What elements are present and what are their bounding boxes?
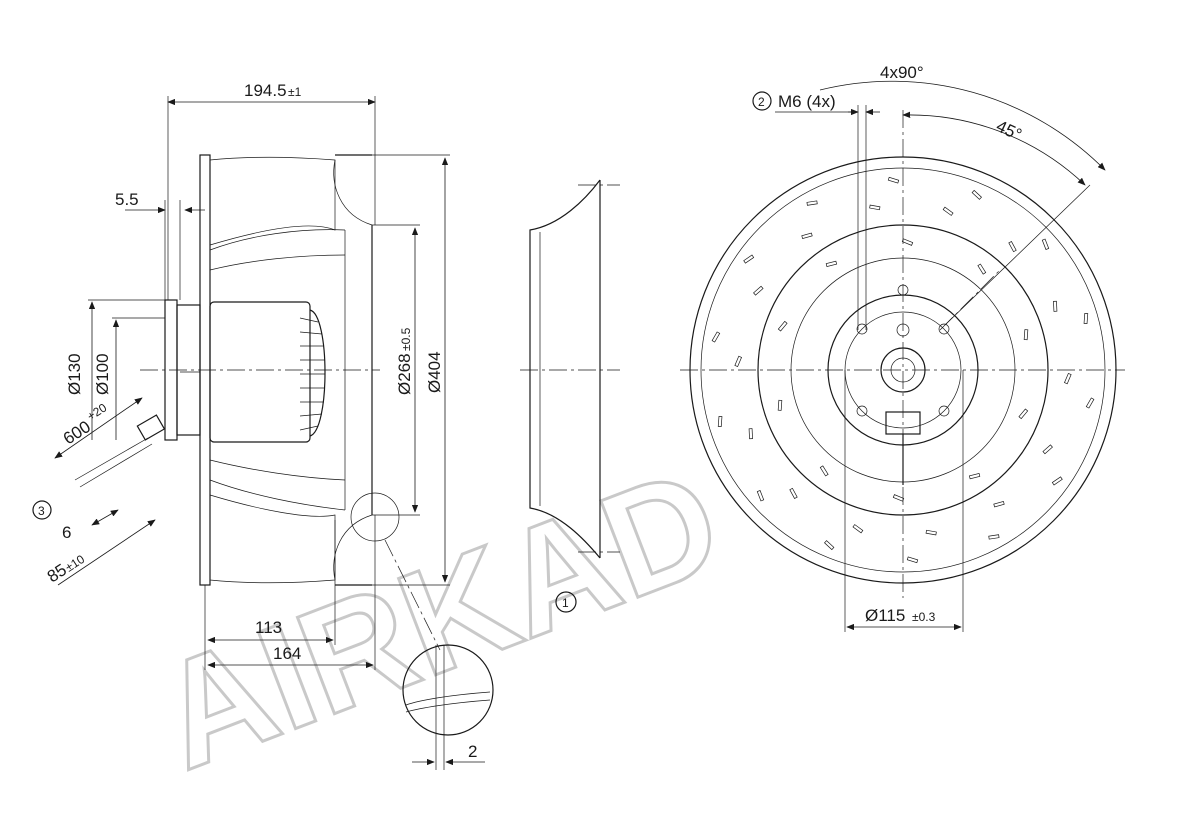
dim-d115: Ø115 bbox=[865, 606, 905, 625]
blade-slot bbox=[789, 487, 798, 499]
blade-slot bbox=[1023, 329, 1029, 341]
blade-slot bbox=[1064, 372, 1072, 385]
detail-callout: 2 bbox=[350, 492, 494, 770]
blade-slot bbox=[1053, 300, 1058, 312]
blade-slot bbox=[824, 540, 835, 551]
dim-d404: Ø404 bbox=[425, 351, 444, 393]
blade-slot bbox=[717, 416, 723, 427]
detail-curve-1 bbox=[405, 691, 491, 706]
blade-slot bbox=[734, 355, 742, 368]
callout-1-circle bbox=[555, 591, 577, 613]
blade-slot bbox=[901, 238, 914, 246]
watermark: AIRKAD bbox=[135, 434, 743, 803]
callout-2-circle bbox=[752, 91, 772, 111]
blade-slot bbox=[852, 524, 864, 534]
front-view bbox=[680, 110, 1125, 598]
blade-slot bbox=[825, 260, 838, 267]
cable-line bbox=[74, 437, 149, 481]
blade-slot bbox=[1042, 444, 1053, 455]
blade-slot bbox=[971, 189, 982, 200]
blade-slot bbox=[748, 428, 753, 440]
dim-m6: M6 (4x) bbox=[778, 92, 836, 111]
blade-slot bbox=[942, 206, 954, 216]
blade-slot bbox=[777, 399, 783, 411]
blade-line-2 bbox=[209, 254, 346, 271]
blade-slot bbox=[1083, 313, 1089, 324]
blade-slot bbox=[977, 263, 987, 275]
dim-164: 164 bbox=[273, 644, 301, 663]
blade-slot bbox=[1008, 241, 1017, 253]
blade-slot bbox=[711, 331, 721, 343]
blade-slot bbox=[753, 285, 764, 296]
blade-slot bbox=[806, 200, 818, 206]
inlet-ring-profile bbox=[529, 179, 601, 559]
dim-4x90: 4x90° bbox=[880, 63, 924, 82]
dim-d115-tol: ±0.3 bbox=[912, 610, 936, 624]
blade-slot bbox=[801, 232, 813, 240]
bolt-hole-4 bbox=[938, 405, 950, 417]
blade-slot bbox=[777, 320, 788, 332]
inlet-ring-view: 1 bbox=[520, 179, 620, 613]
dim-113: 113 bbox=[255, 618, 282, 637]
blade-slot bbox=[892, 494, 905, 502]
blade-slot bbox=[968, 473, 981, 480]
dim-detail-2: 2 bbox=[468, 742, 477, 761]
blade-slot bbox=[819, 465, 829, 477]
inlet-circle bbox=[757, 224, 1049, 516]
bolt-hole-1 bbox=[856, 323, 868, 335]
bolt-hole-2 bbox=[938, 323, 950, 335]
blade-slot bbox=[993, 500, 1005, 508]
bolt-hole-3 bbox=[856, 405, 868, 417]
dim-5-5: 5.5 bbox=[115, 190, 139, 209]
blade-line-4 bbox=[209, 459, 346, 481]
callout-3-circle bbox=[32, 500, 52, 520]
dim-6: 6 bbox=[62, 523, 71, 542]
blade-slot bbox=[906, 556, 919, 564]
cable-gland bbox=[136, 414, 166, 441]
blade-slot bbox=[925, 529, 937, 536]
detail-circle-small bbox=[350, 492, 400, 542]
dim-194-5: 194.5 bbox=[244, 81, 287, 100]
blade-slot bbox=[869, 204, 881, 211]
watermark-text: AIRKAD bbox=[136, 435, 741, 801]
detail-curve-2 bbox=[405, 699, 491, 713]
dim-d130: Ø130 bbox=[65, 353, 84, 395]
inlet-curve-top bbox=[333, 159, 373, 226]
dim-600: 600 bbox=[60, 417, 94, 448]
blade-line-1 bbox=[209, 229, 346, 251]
blade-slot bbox=[756, 490, 765, 502]
dim-d268-tol: ±0.5 bbox=[399, 327, 413, 351]
blade-slot bbox=[988, 534, 1000, 540]
detail-circle-large bbox=[402, 644, 494, 736]
blade-line-3 bbox=[209, 479, 346, 511]
cable-line-2 bbox=[79, 443, 153, 488]
side-view bbox=[74, 154, 380, 586]
blade-slot bbox=[743, 254, 755, 264]
motor-body bbox=[209, 301, 311, 443]
blade-slot bbox=[1051, 476, 1063, 486]
callout-2: 2 bbox=[758, 95, 765, 109]
motor-cap bbox=[309, 309, 326, 437]
blade-slot bbox=[887, 176, 900, 184]
blade-upper bbox=[209, 156, 336, 246]
inlet-curve-bottom bbox=[333, 514, 373, 581]
dim-600-tol: +20 bbox=[84, 400, 109, 423]
blade-slots bbox=[711, 176, 1095, 564]
front-dimensions: 4x90° 45° 2 M6 (4x) Ø115 ±0.3 bbox=[752, 63, 1106, 632]
callout-1: 1 bbox=[562, 596, 569, 610]
dim-d268: Ø268 bbox=[395, 353, 414, 395]
dim-194-5-tol: ±1 bbox=[288, 85, 302, 99]
blade-slot bbox=[1018, 408, 1029, 420]
dim-d100: Ø100 bbox=[93, 353, 112, 395]
blade-lower bbox=[209, 494, 336, 584]
blade-slot bbox=[1041, 238, 1050, 250]
motor-cooling-fins bbox=[299, 317, 325, 431]
callout-3: 3 bbox=[38, 504, 45, 518]
blade-slot bbox=[1085, 397, 1095, 409]
detail-leader bbox=[384, 539, 441, 651]
